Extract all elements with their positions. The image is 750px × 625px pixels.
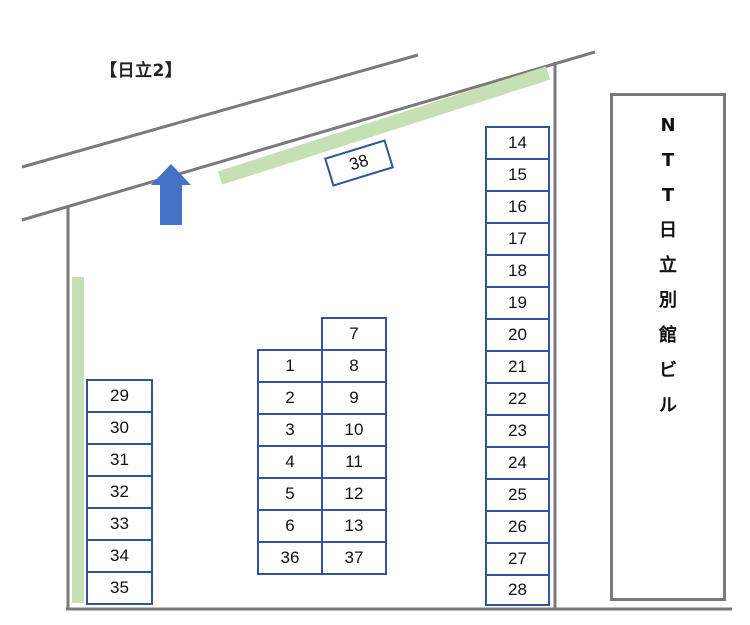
parking-slot[interactable]: 36 [257, 541, 323, 575]
ntt-hitachi-annex-building: N T T 日 立 別 館 ビ ル [610, 93, 726, 601]
parking-slot[interactable]: 32 [86, 475, 153, 509]
parking-slot[interactable]: 31 [86, 443, 153, 477]
building-label-char: 館 [659, 325, 677, 346]
building-label: N T T 日 立 別 館 ビ ル [613, 108, 723, 423]
parking-slot[interactable]: 23 [485, 414, 550, 448]
parking-slot[interactable]: 2 [257, 381, 323, 415]
parking-slot[interactable]: 3 [257, 413, 323, 447]
building-label-char: 日 [659, 220, 677, 241]
parking-slot[interactable]: 1 [257, 349, 323, 383]
building-label-char: 別 [659, 290, 677, 311]
parking-slot[interactable]: 10 [321, 413, 387, 447]
building-label-char: ビ [659, 360, 677, 381]
parking-slot[interactable]: 22 [485, 382, 550, 416]
parking-slot[interactable]: 25 [485, 478, 550, 512]
parking-slot[interactable]: 18 [485, 254, 550, 288]
parking-slot[interactable]: 12 [321, 477, 387, 511]
parking-slot[interactable]: 21 [485, 350, 550, 384]
parking-slot[interactable]: 28 [485, 574, 550, 606]
parking-slot[interactable]: 9 [321, 381, 387, 415]
parking-slot[interactable]: 20 [485, 318, 550, 352]
hedge-top [217, 66, 551, 185]
parking-slot[interactable]: 33 [86, 507, 153, 541]
parking-slot[interactable]: 19 [485, 286, 550, 320]
building-label-char: ル [659, 395, 677, 416]
parking-slot[interactable]: 5 [257, 477, 323, 511]
parking-slot[interactable]: 37 [321, 541, 387, 575]
road-edge-upper [21, 53, 419, 169]
parking-slot[interactable]: 29 [86, 379, 153, 413]
entrance-arrow-icon [151, 164, 191, 225]
building-label-char: N [660, 115, 676, 136]
parking-slot[interactable]: 17 [485, 222, 550, 256]
road-edge-lower [21, 50, 596, 222]
parking-slot[interactable]: 14 [485, 126, 550, 160]
parking-slot[interactable]: 7 [321, 317, 387, 351]
building-label-char: T [661, 185, 675, 206]
parking-slot[interactable]: 16 [485, 190, 550, 224]
parking-slot[interactable]: 26 [485, 510, 550, 544]
parking-slot[interactable]: 24 [485, 446, 550, 480]
page-title: 【日立2】 [100, 61, 183, 81]
parking-slot[interactable]: 15 [485, 158, 550, 192]
parking-slot[interactable]: 34 [86, 539, 153, 573]
parking-slot[interactable]: 4 [257, 445, 323, 479]
building-label-char: 立 [659, 255, 677, 276]
parking-slot[interactable]: 8 [321, 349, 387, 383]
parking-slot[interactable]: 13 [321, 509, 387, 543]
parking-slot[interactable]: 35 [86, 571, 153, 605]
parking-slot[interactable]: 27 [485, 542, 550, 576]
parking-slot[interactable]: 30 [86, 411, 153, 445]
building-label-char: T [661, 150, 675, 171]
parking-slot[interactable]: 6 [257, 509, 323, 543]
parking-slot[interactable]: 11 [321, 445, 387, 479]
